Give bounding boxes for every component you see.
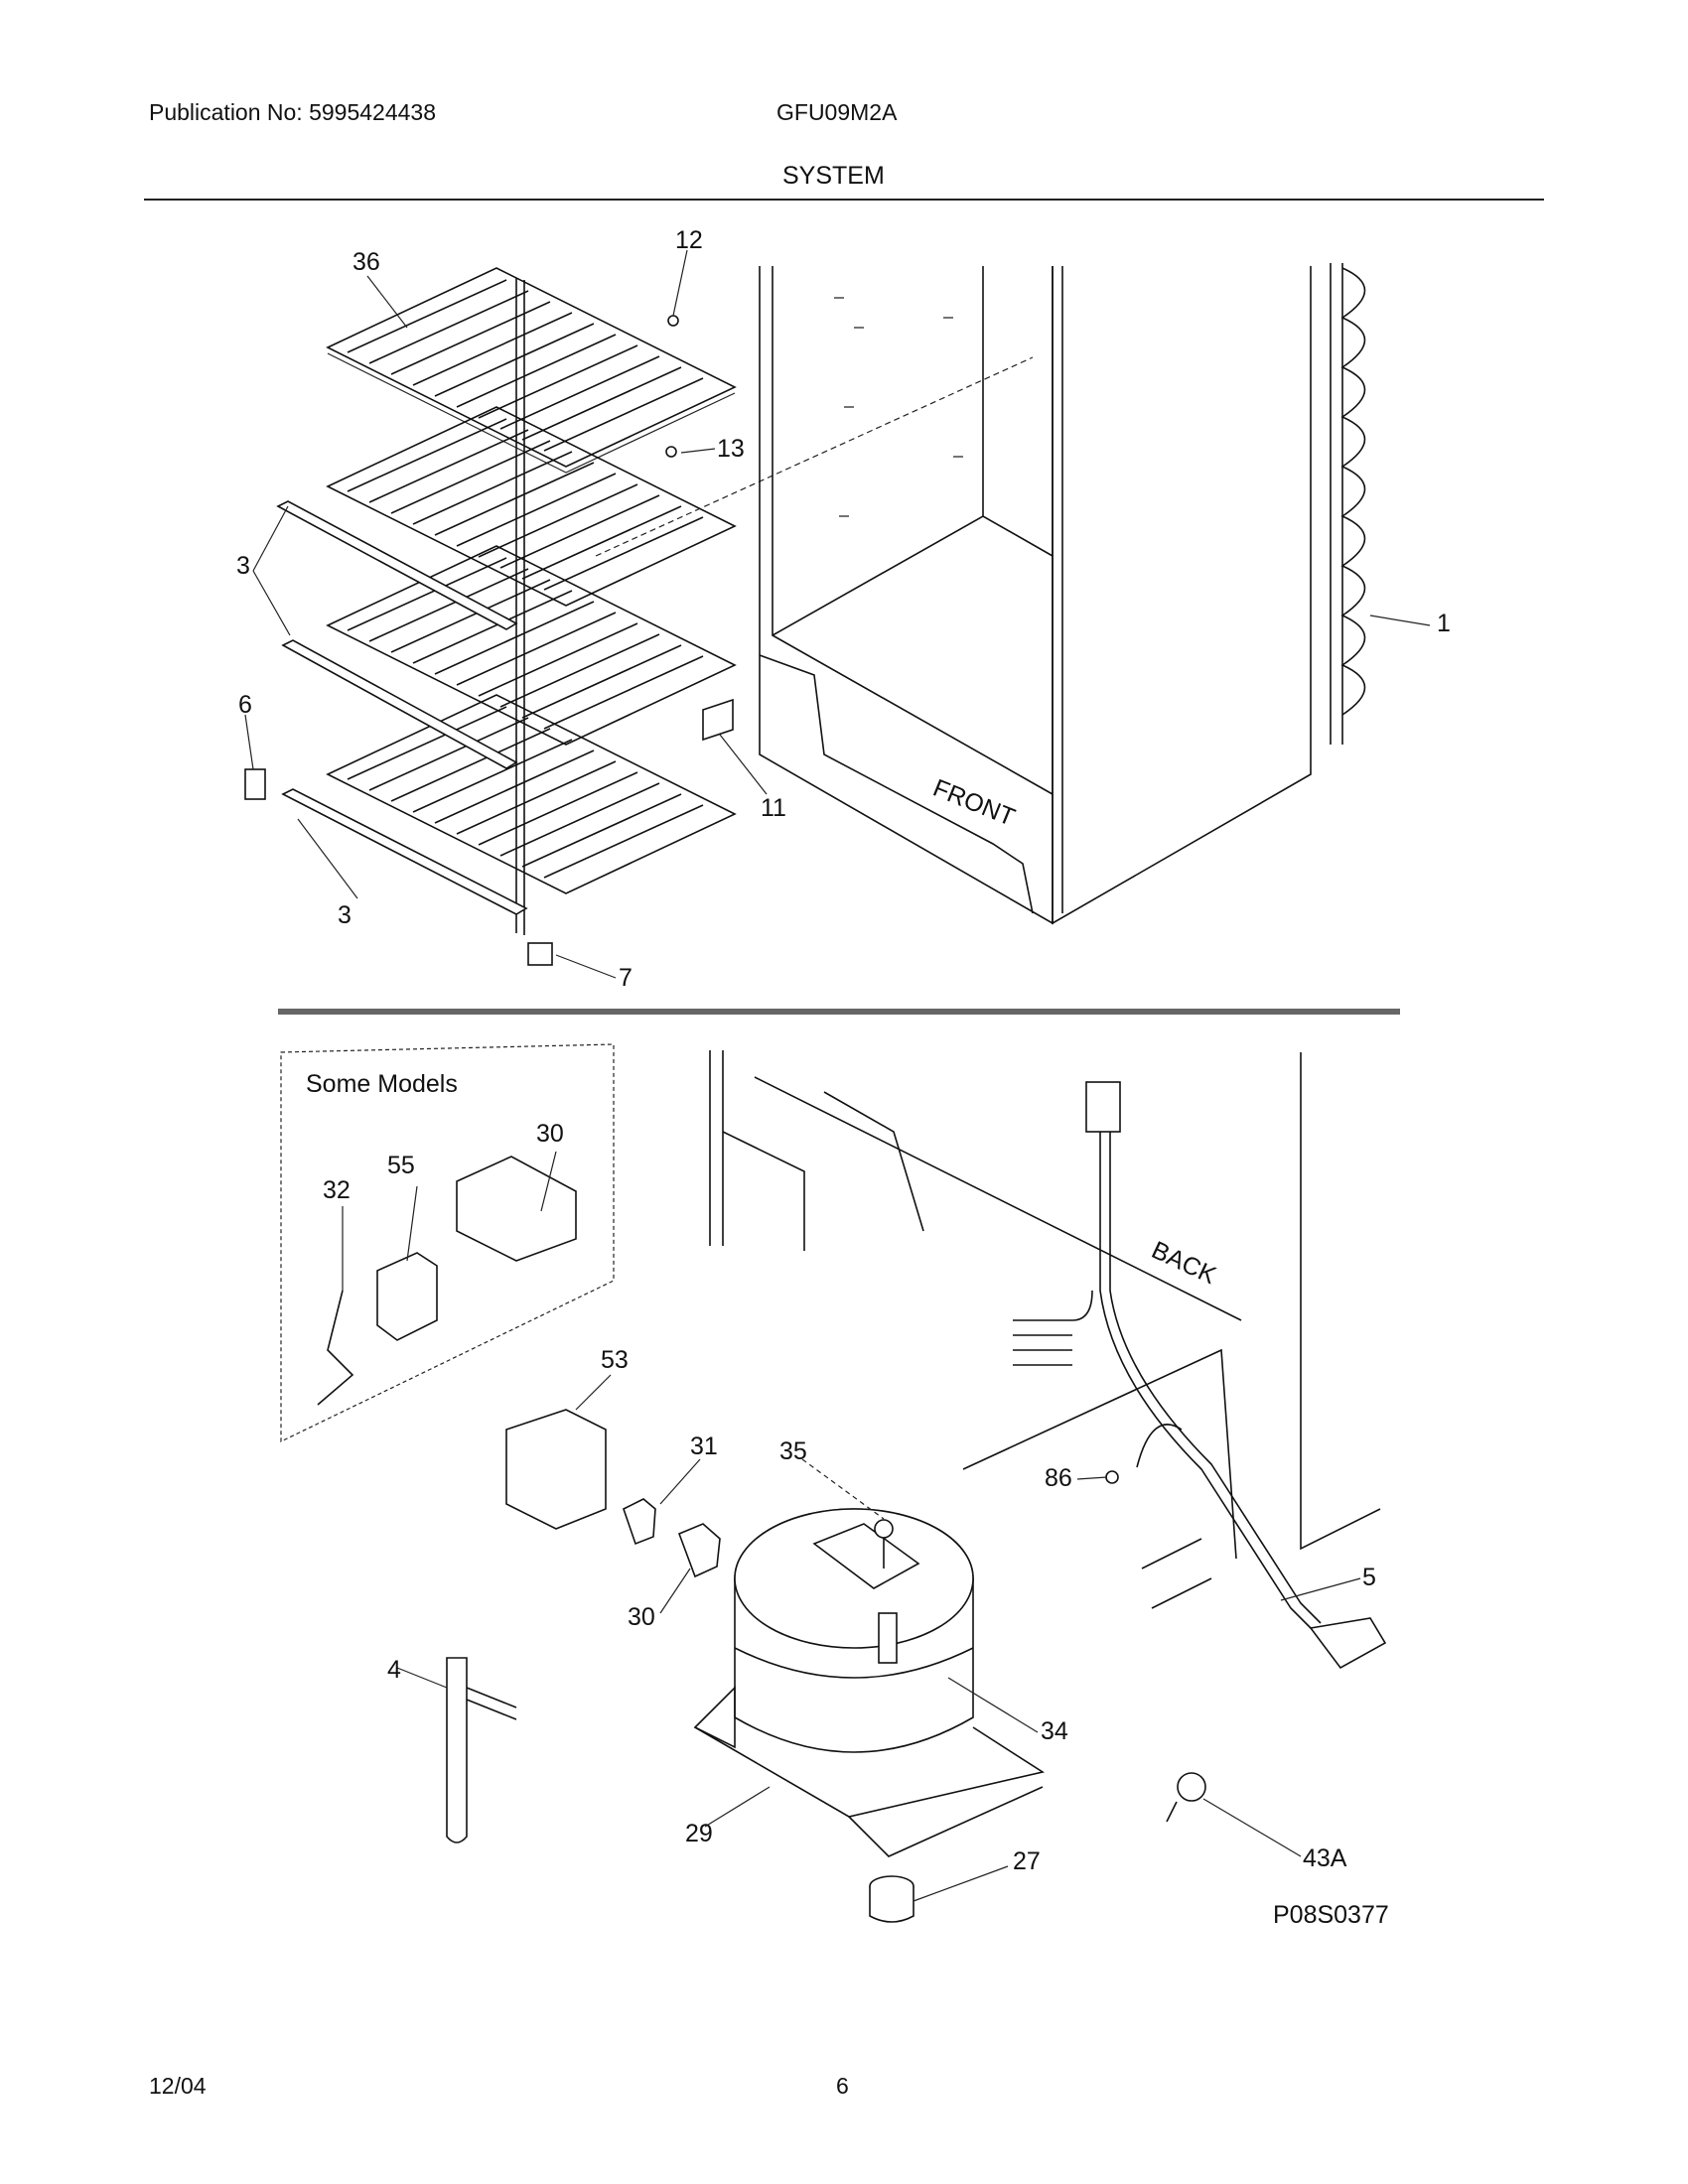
leader-lines-upper [244,249,1431,979]
part-label-30-inset: 30 [536,1120,564,1148]
compressor-assembly [446,1409,1206,1923]
section-title: SYSTEM [782,162,885,190]
part-label-7: 7 [619,964,633,992]
part-label-4: 4 [387,1656,401,1684]
part-labels: 36 12 13 3 6 11 3 7 1 30 55 32 53 31 35 … [236,226,1451,1929]
part-label-5: 5 [1362,1564,1376,1591]
part-label-30: 30 [628,1603,655,1631]
part-label-12: 12 [675,226,703,254]
part-label-86: 86 [1045,1464,1072,1492]
back-label: BACK [1147,1236,1220,1290]
part-label-32: 32 [323,1176,351,1204]
leader-lines-lower [342,1151,1361,1902]
part-label-3-top: 3 [236,552,250,580]
publication-number: Publication No: 5995424438 [149,99,437,125]
part-label-3-bottom: 3 [338,901,352,929]
part-label-1: 1 [1437,610,1451,637]
part-label-27: 27 [1013,1847,1041,1875]
evaporator-shelf-assembly [244,267,1034,966]
part-label-35: 35 [779,1437,807,1465]
part-label-29: 29 [685,1820,713,1847]
freezer-cabinet: FRONT [759,263,1366,925]
section-divider [278,1009,1400,1015]
part-label-43a: 43A [1303,1844,1347,1872]
part-label-13: 13 [717,435,745,463]
part-label-34: 34 [1041,1717,1068,1745]
front-label: FRONT [929,774,1019,832]
part-label-53: 53 [601,1346,629,1374]
footer-date: 12/04 [149,2073,207,2099]
cabinet-back-view: BACK [709,1050,1387,1670]
some-models-inset: Some Models [280,1043,615,1442]
model-number: GFU09M2A [776,99,898,125]
inset-title: Some Models [306,1070,458,1098]
drawing-id: P08S0377 [1273,1901,1389,1929]
page-number: 6 [836,2073,849,2099]
part-label-36: 36 [352,248,380,276]
part-label-11: 11 [761,794,786,822]
header-rule [144,199,1544,201]
part-label-31: 31 [690,1433,718,1460]
part-label-55: 55 [387,1152,415,1179]
part-label-6: 6 [238,691,252,719]
